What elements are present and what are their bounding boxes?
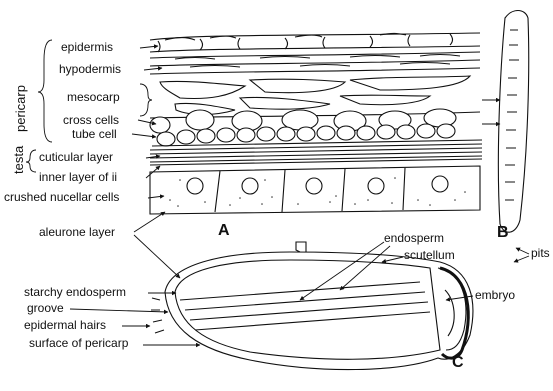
label-scutellum: scutellum bbox=[404, 248, 455, 262]
section-a-drawing bbox=[150, 33, 482, 214]
label-hypodermis: hypodermis bbox=[59, 62, 121, 76]
label-crushed-nucellar: crushed nucellar cells bbox=[4, 190, 119, 204]
label-pits: pits bbox=[531, 246, 550, 260]
testa-layers bbox=[150, 140, 482, 165]
label-starchy-endosperm: starchy endosperm bbox=[24, 285, 126, 299]
label-mesocarp: mesocarp bbox=[67, 90, 120, 104]
label-embryo: embryo bbox=[475, 288, 515, 302]
label-testa: testa bbox=[11, 145, 26, 174]
panel-letter-a: A bbox=[218, 222, 230, 239]
hypodermis-cells bbox=[150, 52, 480, 74]
label-surface-pericarp: surface of pericarp bbox=[29, 336, 129, 350]
label-cuticular-layer: cuticular layer bbox=[39, 150, 113, 164]
label-endosperm: endosperm bbox=[384, 231, 444, 245]
label-inner-layer: inner layer of ii bbox=[39, 170, 117, 184]
panel-letter-b: B bbox=[497, 224, 509, 241]
label-epidermal-hairs: epidermal hairs bbox=[24, 318, 106, 332]
label-groove: groove bbox=[27, 301, 64, 315]
section-b-drawing bbox=[498, 11, 528, 233]
label-aleurone: aleurone layer bbox=[39, 225, 115, 239]
label-pericarp: pericarp bbox=[13, 85, 28, 132]
label-cross-cells: cross cells bbox=[63, 113, 119, 127]
cross-cells bbox=[150, 109, 456, 146]
label-epidermis: epidermis bbox=[61, 40, 113, 54]
aleurone-cells bbox=[150, 166, 480, 214]
label-tube-cell: tube cell bbox=[72, 127, 117, 141]
epidermis-cells bbox=[150, 33, 480, 52]
panel-letter-c: C bbox=[452, 354, 464, 371]
